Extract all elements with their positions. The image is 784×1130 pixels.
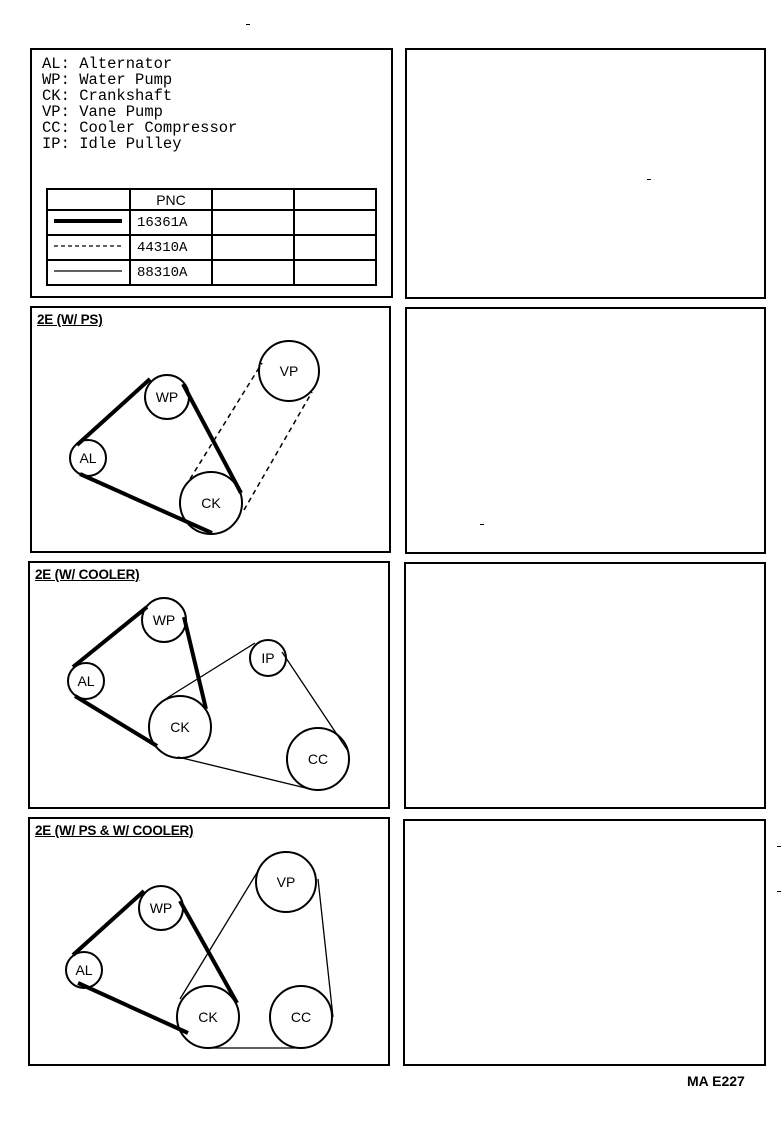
- crankshaft-pulley: [179, 471, 243, 535]
- belt-thin: [179, 870, 259, 1000]
- legend-item-ck: CK: Crankshaft: [42, 87, 173, 105]
- diagram-title: 2E (W/ PS & W/ COOLER): [35, 823, 194, 838]
- belt-thin: [317, 878, 334, 1018]
- crankshaft-pulley: [176, 985, 240, 1049]
- belt-diagram-ps-cooler: WP VP AL CK CC: [65, 851, 334, 1049]
- belt-thick: [79, 472, 213, 535]
- water-pump-pulley: [144, 374, 190, 420]
- alternator-pulley: [67, 662, 105, 700]
- idle-pulley: [249, 639, 287, 677]
- crankshaft-pulley: [148, 695, 212, 759]
- pulley-label-wp: WP: [150, 900, 173, 916]
- empty-panel: [405, 307, 766, 554]
- diagram-panel-ps: WP VP AL CK 2E (W/ PS): [30, 306, 391, 553]
- pulley-label-ck: CK: [201, 495, 221, 511]
- pulley-label-cc: CC: [308, 751, 328, 767]
- belt-dashed: [243, 391, 313, 511]
- pulley-label-al: AL: [75, 962, 92, 978]
- diagram-title: 2E (W/ PS): [37, 312, 103, 327]
- alternator-pulley: [69, 439, 107, 477]
- pnc-code: 16361A: [129, 209, 213, 236]
- thick-belt-swatch: [46, 209, 131, 236]
- scan-speck: [246, 24, 250, 25]
- pulley-label-al: AL: [79, 450, 96, 466]
- legend-item-al: AL: Alternator: [42, 55, 173, 73]
- water-pump-pulley: [138, 885, 184, 931]
- pulley-label-ip: IP: [261, 650, 274, 666]
- belt-thin: [177, 756, 315, 791]
- belt-thick: [182, 616, 208, 710]
- pulley-label-vp: VP: [280, 363, 299, 379]
- pulley-label-ck: CK: [170, 719, 190, 735]
- pnc-table: PNC 16361A 44310A 88310A: [46, 188, 377, 286]
- pnc-header: PNC: [129, 188, 213, 211]
- belt-dashed: [189, 362, 263, 480]
- pulley-label-wp: WP: [153, 612, 176, 628]
- vane-pump-pulley: [258, 340, 320, 402]
- figure-code: MA E227: [687, 1073, 745, 1089]
- belt-thick: [77, 981, 189, 1035]
- pnc-code: 44310A: [129, 234, 213, 261]
- pnc-row: 88310A: [46, 259, 377, 286]
- empty-panel: [404, 562, 766, 809]
- belt-thick: [181, 383, 243, 494]
- water-pump-pulley: [141, 597, 187, 643]
- alternator-pulley: [65, 951, 103, 989]
- pnc-code: 88310A: [129, 259, 213, 286]
- abbreviation-list: AL: Alternator WP: Water Pump CK: Cranks…: [42, 56, 237, 152]
- empty-panel: [403, 819, 766, 1066]
- scan-speck: [777, 846, 781, 847]
- thin-belt-swatch: [46, 259, 131, 286]
- pulley-label-cc: CC: [291, 1009, 311, 1025]
- cooler-compressor-pulley: [286, 727, 350, 791]
- pulley-label-al: AL: [77, 673, 94, 689]
- belt-thick: [71, 889, 146, 957]
- belt-thin: [166, 642, 256, 699]
- pulley-label-ck: CK: [198, 1009, 218, 1025]
- legend-item-cc: CC: Cooler Compressor: [42, 119, 238, 137]
- cooler-compressor-pulley: [269, 985, 333, 1049]
- belt-thick: [73, 694, 159, 748]
- legend-panel: AL: Alternator WP: Water Pump CK: Cranks…: [30, 48, 393, 298]
- diagram-panel-cooler: WP IP AL CK CC 2E (W/ COOLER): [28, 561, 390, 809]
- pnc-row: 44310A: [46, 234, 377, 261]
- scan-speck: [777, 891, 781, 892]
- belt-diagram-cooler: WP IP AL CK CC: [67, 597, 350, 791]
- empty-panel: [405, 48, 766, 299]
- diagram-title: 2E (W/ COOLER): [35, 567, 140, 582]
- vane-pump-pulley: [255, 851, 317, 913]
- belt-diagram-ps: WP VP AL CK: [69, 340, 320, 535]
- scan-speck: [480, 524, 484, 525]
- pnc-row: 16361A: [46, 209, 377, 236]
- pulley-label-wp: WP: [156, 389, 179, 405]
- pulley-label-vp: VP: [277, 874, 296, 890]
- belt-thick: [71, 605, 149, 669]
- scan-speck: [647, 179, 651, 180]
- diagram-panel-ps-cooler: WP VP AL CK CC 2E (W/ PS & W/ COOLER): [28, 817, 390, 1066]
- legend-item-vp: VP: Vane Pump: [42, 103, 163, 121]
- pnc-header-row: PNC: [46, 188, 377, 211]
- legend-item-wp: WP: Water Pump: [42, 71, 173, 89]
- belt-thick: [75, 377, 152, 447]
- dashed-belt-swatch: [46, 234, 131, 261]
- legend-item-ip: IP: Idle Pulley: [42, 135, 182, 153]
